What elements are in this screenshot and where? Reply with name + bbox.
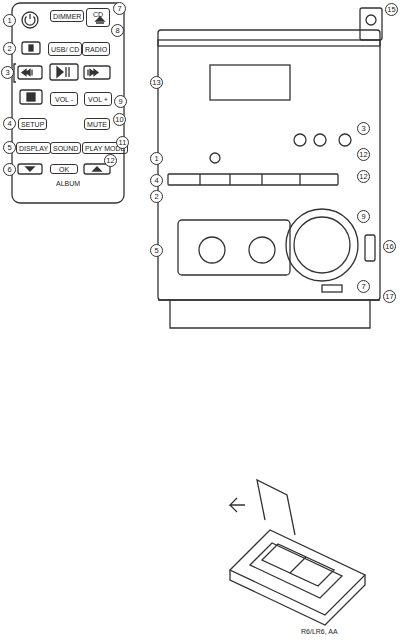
callout-number: 17 [383,290,396,303]
callout-number: 5 [3,141,16,154]
callout-number: 3 [357,122,370,135]
part-label: ALBUM [55,180,81,187]
button-text: VOL - [55,96,73,103]
callout-number: 4 [150,174,163,187]
remote-button: RADIO [82,42,110,56]
button-text: USB/ CD [51,46,79,53]
callout-number: 1 [150,152,163,165]
callout-number: 7 [357,280,370,293]
remote-button: SOUND [50,142,81,154]
callout-number: 13 [150,76,163,89]
remote-button: VOL + [84,92,112,106]
button-text: VOL + [88,96,108,103]
button-text: CD [93,11,103,18]
callout-number: 8 [111,24,124,37]
callout-number: 4 [3,117,16,130]
callout-number: 16 [383,240,396,253]
callout-number: 12 [357,148,370,161]
callout-number: 12 [357,170,370,183]
button-text: SETUP [21,121,44,128]
callout-number: 2 [3,42,16,55]
callout-number: 9 [357,210,370,223]
remote-button: DIMMER [50,10,84,22]
remote-back [230,530,365,615]
remote-body [12,3,124,203]
button-text: RADIO [85,46,107,53]
callout-number: 12 [104,154,117,167]
remote-button: CD [86,8,110,27]
callout-number: 2 [150,190,163,203]
part-label: R6/LR6, AA [300,628,339,635]
callout-number: 6 [3,163,16,176]
callout-number: 10 [113,113,126,126]
display-window [210,65,290,100]
callout-number: 9 [114,95,127,108]
button-text: MUTE [87,121,107,128]
remote-button: VOL - [50,92,78,106]
volume-dial [286,209,358,281]
callout-number: 3 [1,66,14,79]
remote-button: USB/ CD [48,42,82,56]
button-text: DIMMER [53,13,81,20]
button-text: OK [59,166,69,173]
button-text: SOUND [53,145,78,152]
callout-number: 7 [113,2,126,15]
callout-number: 5 [150,244,163,257]
button-text: DISPLAY [19,145,48,152]
remote-button: DISPLAY [16,142,51,154]
remote-button: MUTE [84,118,110,130]
callout-number: 11 [116,136,129,149]
callout-number: 1 [3,14,16,27]
unit-body [158,30,380,300]
remote-button: SETUP [18,118,47,130]
remote-button: OK [50,164,78,174]
callout-number: 15 [385,3,398,16]
